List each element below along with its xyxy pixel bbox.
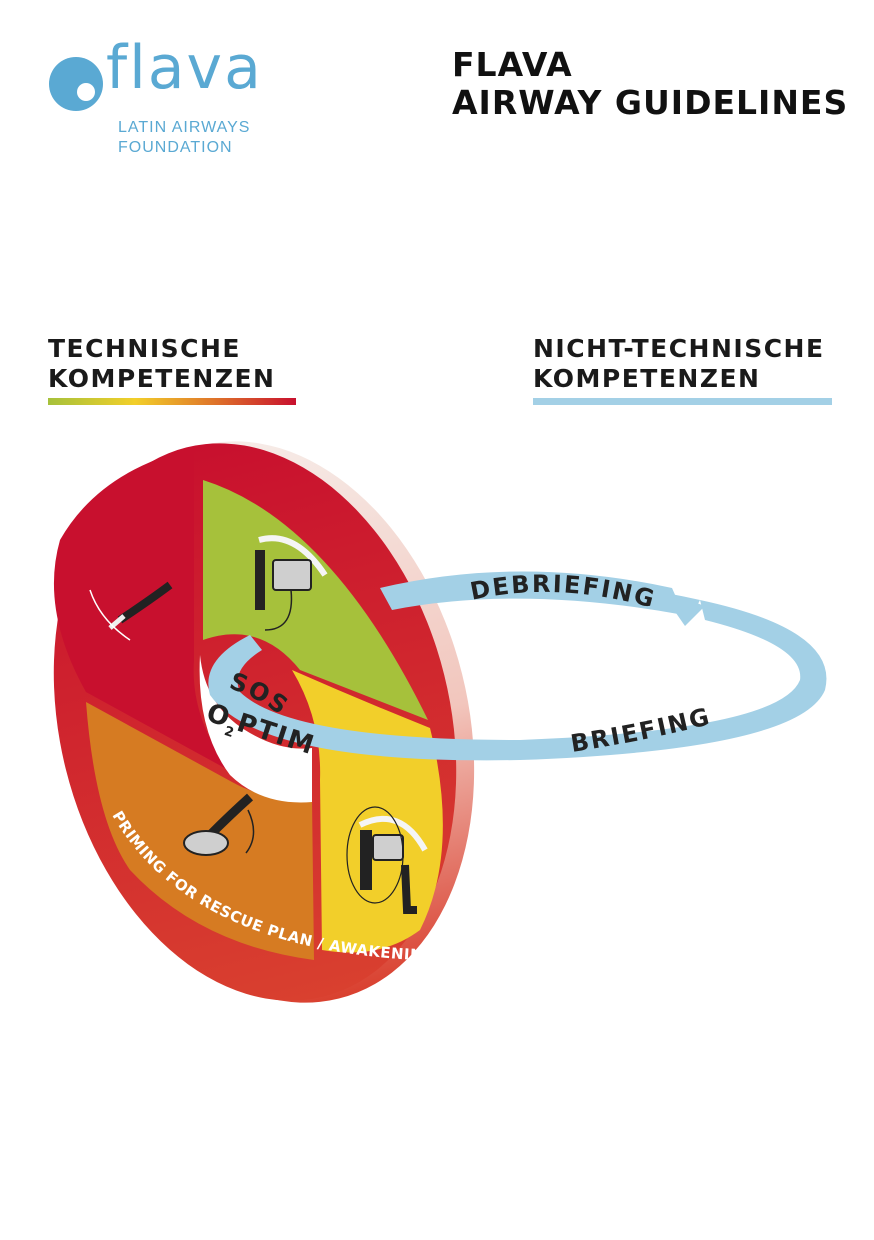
non-technical-heading-line2: KOMPETENZEN bbox=[533, 364, 761, 393]
title-line2: AIRWAY GUIDELINES bbox=[452, 83, 849, 122]
flava-logo: flava LATIN AIRWAYS FOUNDATION bbox=[48, 38, 308, 160]
airway-diagram: DEBRIEFING BRIEFING SOS O 2 PTIM PRIMING… bbox=[0, 430, 827, 1003]
logo-wordmark: flava bbox=[106, 33, 263, 103]
optim-subscript: 2 bbox=[222, 724, 235, 741]
page-title: FLAVA AIRWAY GUIDELINES bbox=[452, 46, 848, 122]
flava-logo-mark-icon bbox=[49, 57, 103, 111]
technical-heading-line1: TECHNISCHE bbox=[48, 334, 241, 363]
laryngoscope-icon bbox=[255, 535, 328, 631]
title-line1: FLAVA bbox=[452, 45, 573, 84]
logo-subtitle: LATIN AIRWAYS FOUNDATION bbox=[118, 118, 250, 158]
segment-red bbox=[53, 448, 233, 772]
loop-top-band bbox=[380, 571, 684, 615]
technical-skills-heading: TECHNISCHE KOMPETENZEN bbox=[48, 334, 275, 394]
logo-subtitle-line2: FOUNDATION bbox=[118, 139, 233, 156]
technical-gradient-bar bbox=[48, 398, 296, 405]
logo-subtitle-line1: LATIN AIRWAYS bbox=[118, 119, 251, 136]
technical-heading-line2: KOMPETENZEN bbox=[48, 364, 276, 393]
debriefing-label: DEBRIEFING bbox=[468, 570, 659, 614]
non-technical-skills-heading: NICHT-TECHNISCHE KOMPETENZEN bbox=[533, 334, 825, 394]
non-technical-heading-line1: NICHT-TECHNISCHE bbox=[533, 334, 825, 363]
supraglottic-airway-icon bbox=[183, 793, 255, 856]
scalpel-icon bbox=[89, 581, 173, 641]
non-technical-blue-bar bbox=[533, 398, 832, 405]
videolaryngoscope-icon bbox=[346, 806, 428, 914]
disk-center bbox=[199, 655, 312, 803]
